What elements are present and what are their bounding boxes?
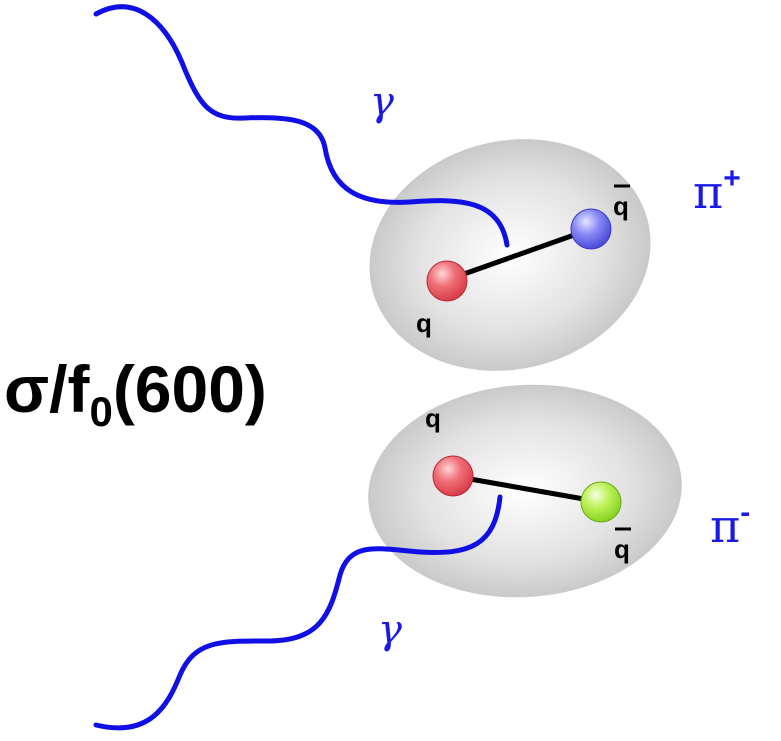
pion-minus-label-base: π: [710, 499, 740, 553]
pion-minus-antiquark: [580, 481, 622, 523]
pion-plus-antiquark: [570, 208, 612, 250]
bottom-photon-label: γ: [378, 607, 402, 653]
pion-plus-meson: q q: [369, 139, 651, 371]
pion-minus-label-sup: -: [740, 496, 750, 529]
pion-plus-quark-label: q: [416, 308, 432, 338]
bottom-photon-line: [93, 494, 503, 731]
pion-plus-quark: [426, 260, 468, 302]
top-photon-line: [93, 4, 510, 248]
sigma-title: σ/f0(600): [4, 352, 267, 435]
sigma-title-suffix: (600): [113, 352, 267, 426]
pion-minus-string: [452, 473, 602, 505]
pion-minus-meson: q q: [368, 384, 682, 598]
pion-plus-blob: [369, 139, 651, 371]
pion-plus-label-base: π: [693, 165, 723, 219]
top-photon-label: γ: [370, 79, 394, 125]
pion-plus-string: [446, 226, 592, 283]
pion-plus-label-sup: +: [723, 162, 741, 195]
pion-minus-antiquark-label: q: [614, 534, 630, 564]
pion-minus-label: π-: [710, 496, 750, 553]
pion-plus-label: π+: [693, 162, 741, 219]
pion-plus-antiquark-label: q: [613, 191, 629, 221]
pion-minus-quark-label: q: [425, 403, 441, 433]
sigma-title-subscript: 0: [89, 388, 112, 435]
sigma-title-prefix: σ/f: [4, 352, 90, 426]
pion-minus-quark: [432, 455, 474, 497]
